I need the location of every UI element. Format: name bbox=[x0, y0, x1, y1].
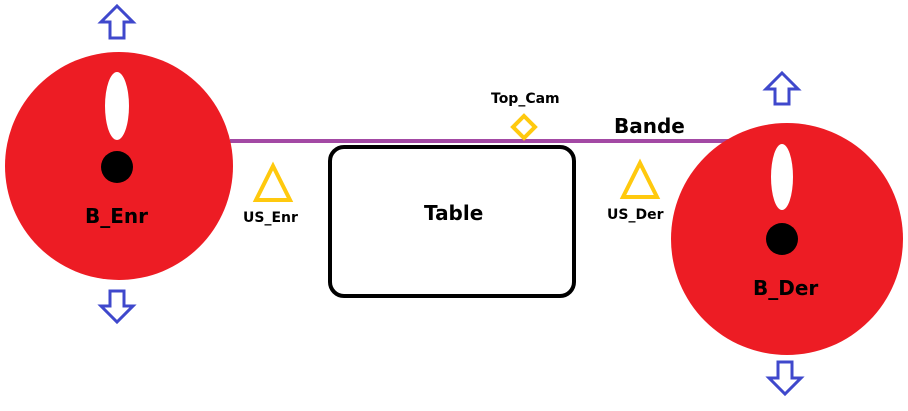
top-cam-label: Top_Cam bbox=[491, 91, 560, 107]
left-roller-hub bbox=[101, 151, 133, 183]
table-label: Table bbox=[424, 201, 484, 225]
right-roller bbox=[671, 123, 903, 355]
band-label: Bande bbox=[614, 114, 685, 138]
us-right-label: US_Der bbox=[607, 207, 664, 223]
left-roller-label: B_Enr bbox=[85, 204, 149, 228]
right-roller-label: B_Der bbox=[753, 276, 819, 300]
arrow-up-icon bbox=[762, 70, 802, 106]
left-roller-slot bbox=[105, 72, 129, 140]
us-left-label: US_Enr bbox=[243, 210, 298, 226]
diamond-icon bbox=[510, 113, 538, 141]
left-roller bbox=[5, 52, 233, 280]
triangle-icon bbox=[619, 158, 661, 199]
right-roller-slot bbox=[771, 144, 793, 210]
arrow-down-icon bbox=[97, 289, 137, 325]
triangle-icon bbox=[252, 161, 294, 202]
right-roller-hub bbox=[766, 223, 798, 255]
arrow-down-icon bbox=[765, 360, 805, 397]
table-box bbox=[328, 145, 576, 298]
arrow-up-icon bbox=[97, 3, 137, 40]
